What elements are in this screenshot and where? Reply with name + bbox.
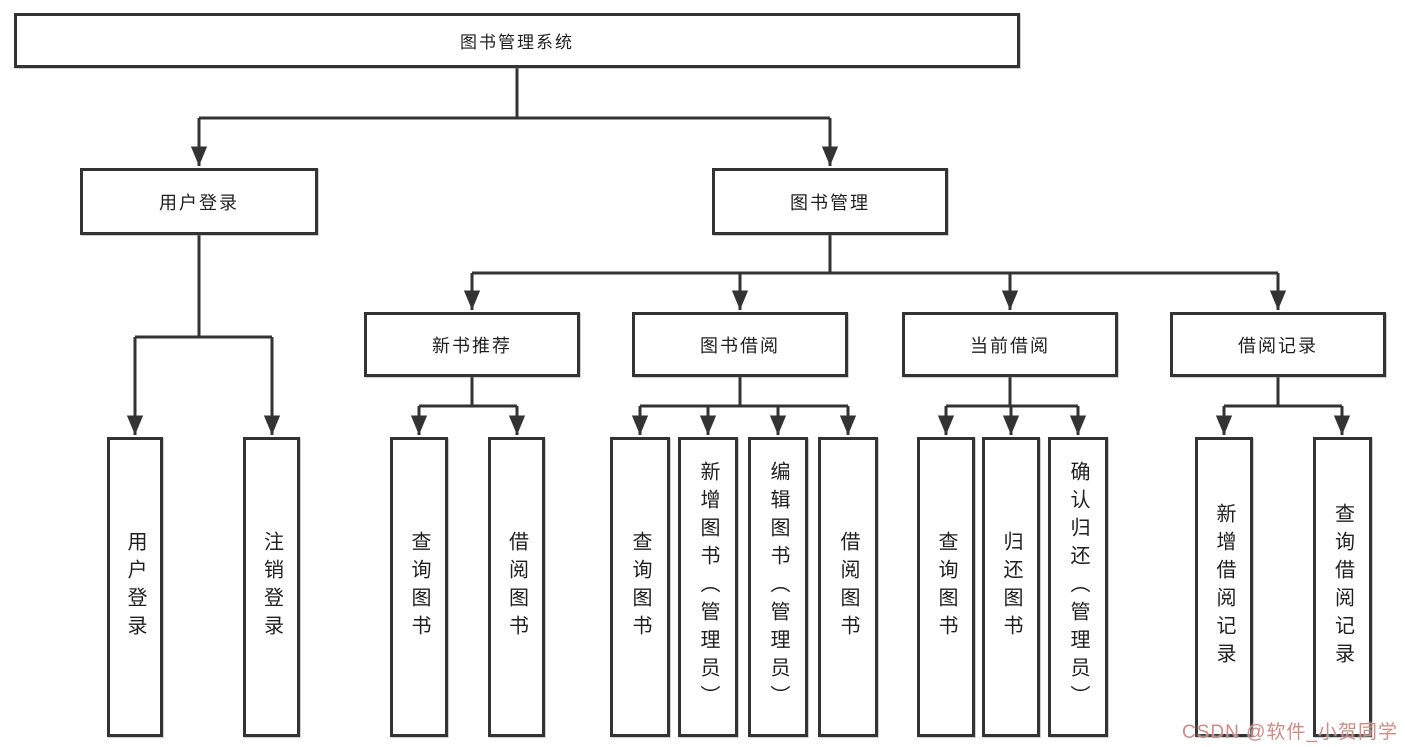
leaf-node-user-login: 用户登录 (107, 437, 163, 737)
branch-node-book-borrow: 图书借阅 (632, 312, 848, 377)
leaf-node-confirm-return-admin: 确认归还（管理员） (1048, 437, 1108, 737)
leaf-node-add-book-admin: 新增图书（管理员） (678, 437, 738, 737)
leaf-node-logout: 注销登录 (243, 437, 300, 737)
leaf-node-query-book-2: 查询图书 (610, 437, 670, 737)
leaf-node-query-borrow-record: 查询借阅记录 (1313, 437, 1372, 737)
leaf-node-query-book-3: 查询图书 (917, 437, 975, 737)
branch-node-new-book-recommend: 新书推荐 (364, 312, 580, 377)
leaf-node-edit-book-admin: 编辑图书（管理员） (748, 437, 808, 737)
leaf-node-add-borrow-record: 新增借阅记录 (1195, 437, 1253, 737)
branch-node-book-management: 图书管理 (712, 168, 948, 235)
leaf-node-borrow-book-1: 借阅图书 (488, 437, 545, 737)
branch-node-user-login: 用户登录 (80, 168, 318, 235)
leaf-node-return-book: 归还图书 (982, 437, 1040, 737)
leaf-node-borrow-book-2: 借阅图书 (818, 437, 878, 737)
root-node-system: 图书管理系统 (14, 13, 1020, 68)
leaf-node-query-book-1: 查询图书 (390, 437, 448, 737)
branch-node-current-borrow: 当前借阅 (902, 312, 1118, 377)
branch-node-borrow-record: 借阅记录 (1170, 312, 1386, 377)
watermark: CSDN @软件_小贺同学 (1182, 722, 1398, 743)
